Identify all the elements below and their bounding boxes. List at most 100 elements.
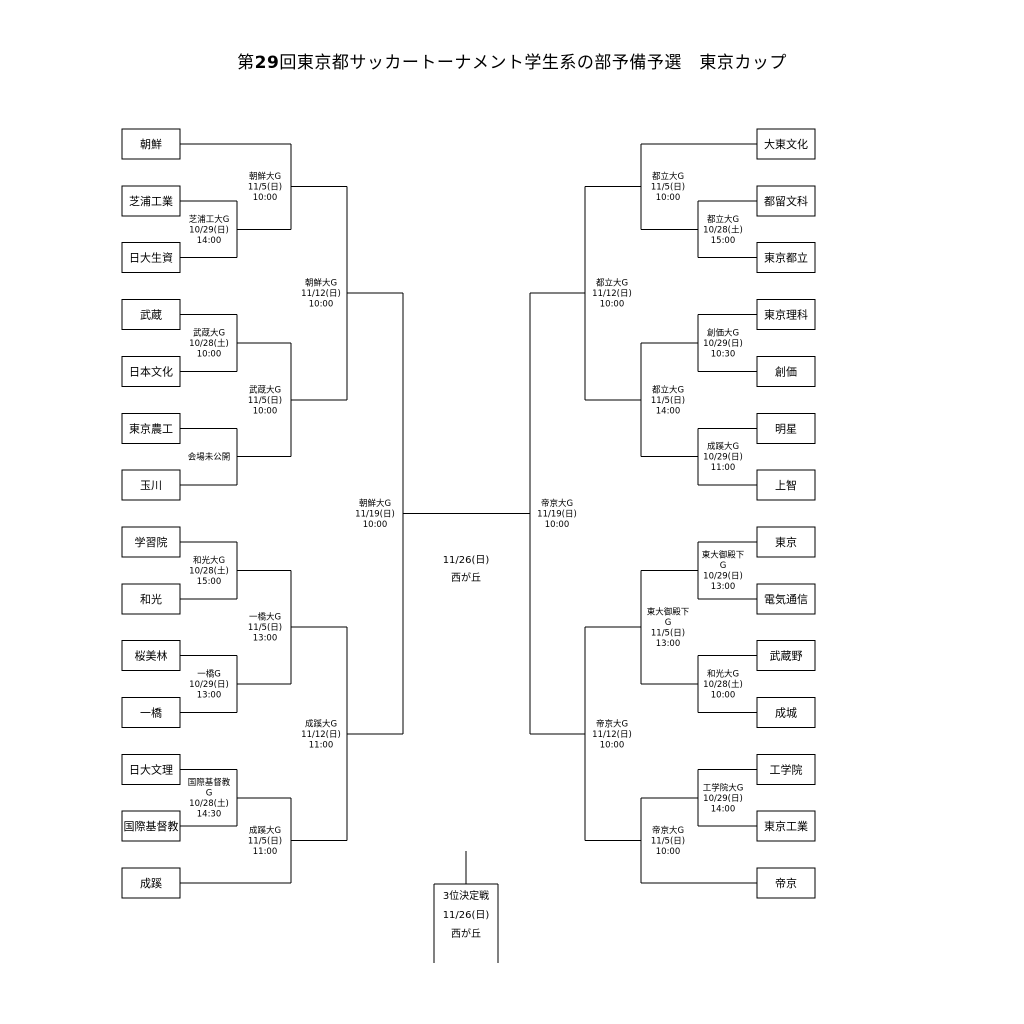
team-name: 成城 [775, 707, 797, 720]
title-prefix: 第 [237, 53, 255, 73]
team-box [121, 526, 181, 558]
match-info-line: 成蹊大G [305, 718, 337, 729]
match-info-line: 10/29(日) [703, 339, 743, 349]
match-info-line: 和光大G [707, 669, 739, 680]
page-title: 第29回東京都サッカートーナメント学生系の部予備予選 東京カップ [0, 48, 1024, 73]
match-info-line: 10/28(土) [189, 798, 229, 809]
team-box [121, 640, 181, 672]
match-info-line: 10/29(日) [189, 225, 229, 235]
team-box [756, 355, 816, 387]
team-name: 東京農工 [129, 421, 173, 435]
match-info-line: 10:00 [197, 349, 222, 359]
match-info-line: 13:00 [656, 639, 681, 649]
match-info-line: 10:00 [309, 300, 334, 310]
team-box [756, 526, 816, 558]
match-info-line: 会場未公開 [188, 452, 231, 463]
team-box [121, 355, 181, 387]
match-info-line: 14:00 [656, 406, 681, 416]
team-box [121, 412, 181, 444]
match-info-line: 11/5(日) [651, 183, 685, 193]
match-info-line: 11/5(日) [651, 396, 685, 406]
match-info-line: 東大御殿下 [647, 606, 690, 617]
team-name: 創価 [775, 364, 797, 378]
match-info-line: 11/19(日) [355, 510, 395, 520]
team-name: 武蔵野 [770, 650, 803, 663]
match-info-line: 11/5(日) [248, 183, 282, 193]
match-info-line: 11/12(日) [301, 289, 341, 299]
match-info-line: 都立大G [652, 171, 684, 182]
match-info-line: 11/19(日) [537, 510, 577, 520]
team-name: 東京都立 [764, 251, 808, 265]
match-info-line: 10:00 [545, 520, 570, 530]
team-box [121, 810, 181, 842]
match-info-line: 11/12(日) [301, 730, 341, 740]
match-info-line: 都立大G [707, 214, 739, 225]
match-info-line: 11/5(日) [248, 836, 282, 846]
match-info-line: 10:00 [711, 691, 736, 701]
match-info-line: 11:00 [309, 740, 334, 750]
match-info-line: 和光大G [193, 555, 225, 566]
third-place-date: 11/26(日) [443, 910, 490, 921]
team-name: 都留文科 [764, 194, 808, 208]
match-info-line: 14:00 [197, 236, 222, 246]
match-info-line: 11/5(日) [248, 623, 282, 633]
match-info-line: 10/28(土) [189, 338, 229, 349]
match-info-line: 11/12(日) [592, 289, 632, 299]
match-info-line: 10:00 [600, 740, 625, 750]
team-box [756, 469, 816, 501]
match-info-line: 14:30 [197, 810, 222, 820]
match-info-line: 10/29(日) [703, 453, 743, 463]
team-box [121, 753, 181, 785]
team-name: 明星 [775, 422, 797, 435]
match-info-line: G [206, 789, 213, 799]
match-info-line: 15:00 [711, 236, 736, 246]
team-box [121, 185, 181, 217]
team-name: 桜美林 [135, 649, 168, 663]
title-number: 29 [254, 53, 280, 73]
match-info-line: 創価大G [707, 327, 739, 338]
match-info-line: 帝京大G [541, 498, 573, 509]
final-date: 11/26(日) [443, 555, 490, 566]
team-name: 日本文化 [129, 364, 173, 378]
title-rest: 回東京都サッカートーナメント学生系の部予備予選 東京カップ [279, 53, 787, 73]
match-info-line: 10:00 [253, 193, 278, 203]
match-info-line: 10:00 [600, 300, 625, 310]
team-name: 和光 [140, 592, 162, 606]
team-name: 一橋 [140, 706, 162, 720]
team-name: 東京工業 [764, 819, 808, 833]
team-name: 日大文理 [129, 762, 173, 776]
match-info-line: 10:00 [253, 406, 278, 416]
match-info-line: 成蹊大G [249, 825, 281, 836]
match-info-line: 東大御殿下 [702, 550, 745, 561]
match-info-line: 芝浦工大G [189, 214, 230, 225]
match-info-line: 11/5(日) [651, 628, 685, 638]
third-place-label: 3位決定戦 [443, 889, 489, 902]
match-info-line: 13:00 [253, 634, 278, 644]
match-info-line: 朝鮮大G [305, 278, 337, 289]
match-info-line: 13:00 [197, 691, 222, 701]
match-info-line: 成蹊大G [707, 441, 739, 452]
match-info-line: 11/5(日) [248, 396, 282, 406]
match-info-line: 帝京大G [596, 718, 628, 729]
match-info-line: G [720, 561, 727, 571]
match-info-line: 都立大G [652, 384, 684, 395]
match-info-line: 10:30 [711, 349, 736, 359]
match-info-line: 武蔵大G [193, 327, 225, 338]
team-name: 成蹊 [140, 877, 162, 890]
match-info-line: 国際基督教 [188, 777, 231, 788]
team-box [121, 867, 181, 899]
team-name: 日大生資 [129, 251, 173, 265]
match-info-line: 朝鮮大G [359, 498, 391, 509]
match-info-line: 11/12(日) [592, 730, 632, 740]
match-info-line: 10/28(土) [703, 679, 743, 690]
team-name: 東京理科 [764, 308, 808, 322]
team-box [756, 185, 816, 217]
team-name: 帝京 [775, 876, 797, 890]
match-info-line: G [665, 618, 672, 628]
team-box [756, 697, 816, 728]
match-info-line: 一橋大G [249, 612, 281, 623]
match-info-line: 朝鮮大G [249, 171, 281, 182]
match-info-line: 13:00 [711, 582, 736, 592]
match-info-line: 10:00 [656, 193, 681, 203]
